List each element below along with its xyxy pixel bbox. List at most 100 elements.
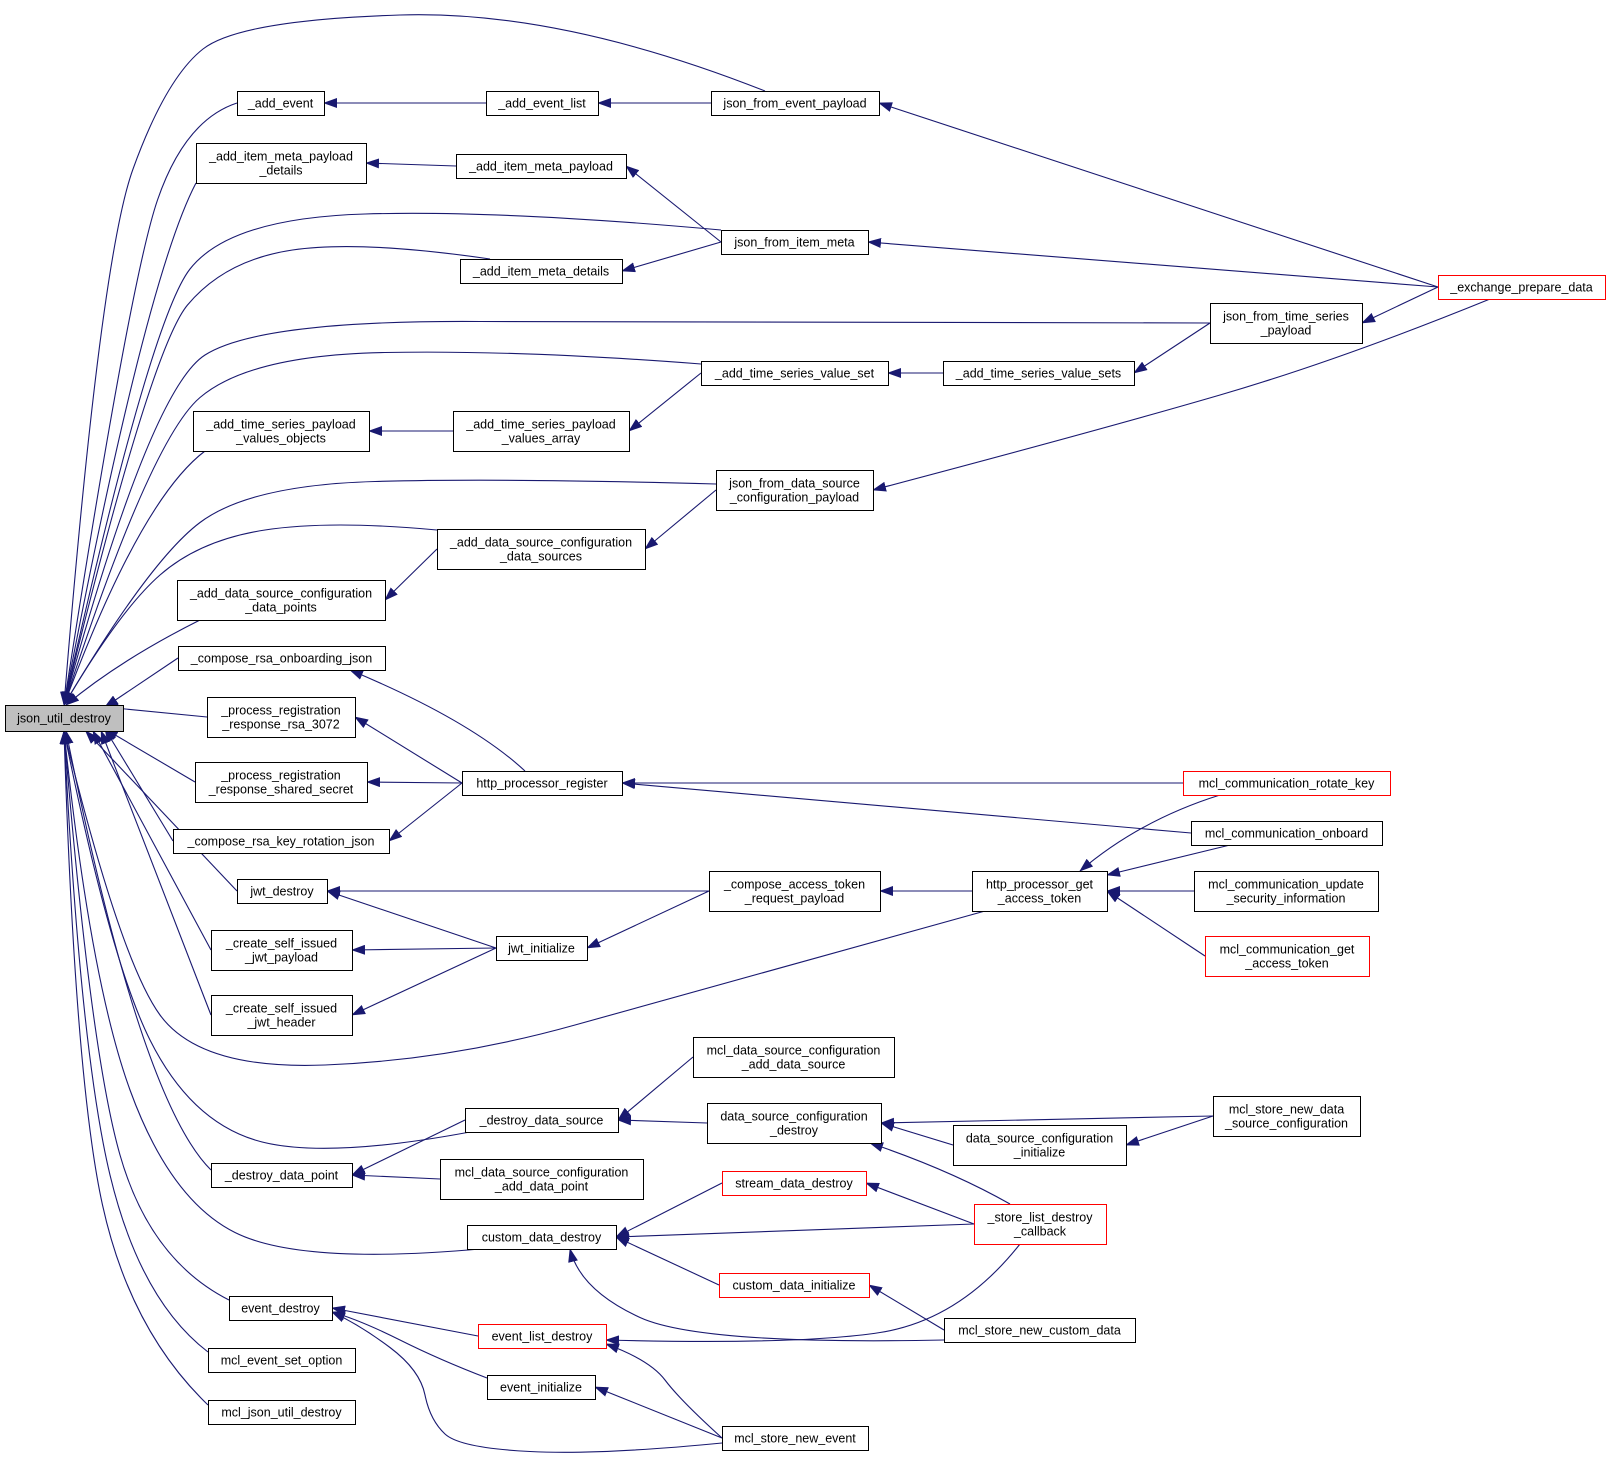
node-create-self-issued-jwt-header[interactable]: _create_self_issued_jwt_header: [211, 995, 353, 1036]
node-json-util-destroy[interactable]: json_util_destroy: [5, 705, 124, 732]
node-mcl-communication-onboard[interactable]: mcl_communication_onboard: [1191, 821, 1383, 846]
node-box: [711, 91, 880, 116]
node-ds-config-destroy[interactable]: data_source_configuration_destroy: [707, 1103, 882, 1144]
node-add-ds-config-data-sources[interactable]: _add_data_source_configuration_data_sour…: [437, 529, 646, 570]
node-add-item-meta-payload[interactable]: _add_item_meta_payload: [456, 154, 627, 179]
node-json-from-event-payload[interactable]: json_from_event_payload: [711, 91, 880, 116]
node-add-time-series-value-set[interactable]: _add_time_series_value_set: [701, 361, 889, 386]
node-label: mcl_communication_get: [1220, 943, 1355, 957]
node-mcl-ds-config-add-data-point[interactable]: mcl_data_source_configuration_add_data_p…: [440, 1159, 644, 1200]
node-label: _add_data_source_configuration: [189, 587, 372, 601]
node-label: mcl_communication_onboard: [1205, 827, 1368, 841]
node-mcl-communication-rotate-key[interactable]: mcl_communication_rotate_key: [1183, 771, 1391, 796]
node-jwt-destroy[interactable]: jwt_destroy: [237, 879, 328, 904]
node-json-from-time-series-payload[interactable]: json_from_time_series_payload: [1210, 303, 1363, 344]
node-label: _add_event: [247, 97, 314, 111]
node-create-self-issued-jwt-payload[interactable]: _create_self_issued_jwt_payload: [211, 930, 353, 971]
node-mcl-store-new-custom-data[interactable]: mcl_store_new_custom_data: [944, 1318, 1136, 1343]
node-label: _callback: [1013, 1225, 1067, 1239]
edge-create-self-issued-jwt-payload-to-json-util-destroy: [92, 730, 212, 951]
node-box: [195, 762, 368, 803]
node-add-event-list[interactable]: _add_event_list: [486, 91, 599, 116]
edge-custom-data-destroy-to-json-util-destroy: [60, 730, 481, 1255]
node-label: _create_self_issued: [225, 1002, 337, 1016]
node-box: [208, 1400, 356, 1425]
node-mcl-store-new-event[interactable]: mcl_store_new_event: [722, 1426, 869, 1451]
node-box: [1191, 821, 1383, 846]
node-add-time-series-value-sets[interactable]: _add_time_series_value_sets: [943, 361, 1135, 386]
node-mcl-json-util-destroy[interactable]: mcl_json_util_destroy: [208, 1400, 356, 1425]
node-box: [211, 930, 353, 971]
edge-mcl-ds-config-add-data-point-to-destroy-data-point: [351, 1170, 441, 1181]
node-label: custom_data_destroy: [482, 1231, 602, 1245]
edge-mcl-json-util-destroy-to-json-util-destroy: [59, 730, 209, 1406]
node-mcl-communication-get-access-token[interactable]: mcl_communication_get_access_token: [1205, 936, 1370, 977]
node-custom-data-destroy[interactable]: custom_data_destroy: [467, 1225, 617, 1250]
node-jwt-initialize[interactable]: jwt_initialize: [496, 936, 588, 961]
edge-store-list-destroy-callback-to-stream-data-destroy: [865, 1182, 975, 1225]
edge-mcl-communication-rotate-key-to-http-processor-get-access-token: [1079, 794, 1221, 872]
node-store-list-destroy-callback[interactable]: _store_list_destroy_callback: [974, 1204, 1107, 1245]
node-compose-rsa-key-rotation-json[interactable]: _compose_rsa_key_rotation_json: [173, 829, 390, 854]
node-http-processor-register[interactable]: http_processor_register: [462, 771, 623, 796]
node-label: _compose_rsa_onboarding_json: [190, 652, 372, 666]
node-box: [237, 879, 328, 904]
node-add-event[interactable]: _add_event: [237, 91, 325, 116]
node-add-item-meta-details[interactable]: _add_item_meta_details: [460, 259, 623, 284]
edge-json-from-time-series-payload-to-json-util-destroy: [62, 320, 1211, 706]
node-json-from-item-meta[interactable]: json_from_item_meta: [721, 230, 869, 255]
node-http-processor-get-access-token[interactable]: http_processor_get_access_token: [972, 871, 1108, 912]
node-add-ts-payload-values-array[interactable]: _add_time_series_payload_values_array: [453, 411, 630, 452]
node-custom-data-initialize[interactable]: custom_data_initialize: [719, 1273, 870, 1298]
node-label: mcl_data_source_configuration: [455, 1166, 629, 1180]
edge-mcl-ds-config-add-data-source-to-destroy-data-source: [617, 1056, 694, 1121]
node-label: json_util_destroy: [16, 712, 112, 726]
node-label: _initialize: [1013, 1146, 1065, 1160]
node-event-initialize[interactable]: event_initialize: [487, 1375, 596, 1400]
node-add-ds-config-data-points[interactable]: _add_data_source_configuration_data_poin…: [177, 580, 386, 621]
edge-mcl-store-new-custom-data-to-custom-data-initialize: [868, 1284, 945, 1331]
edge-event-list-destroy-to-event-destroy: [331, 1305, 479, 1337]
node-label: _details: [258, 164, 302, 178]
node-ds-config-initialize[interactable]: data_source_configuration_initialize: [953, 1125, 1127, 1166]
edge-mcl-store-new-event-to-event-list-destroy: [605, 1343, 723, 1439]
node-box: [707, 1103, 882, 1144]
node-event-list-destroy[interactable]: event_list_destroy: [478, 1324, 607, 1349]
node-stream-data-destroy[interactable]: stream_data_destroy: [722, 1171, 867, 1196]
node-event-destroy[interactable]: event_destroy: [229, 1296, 333, 1321]
edge-http-processor-register-to-process-reg-rsa-3072: [354, 716, 463, 784]
node-destroy-data-source[interactable]: _destroy_data_source: [465, 1108, 619, 1133]
node-label: _source_configuration: [1224, 1117, 1348, 1131]
node-label: jwt_initialize: [507, 942, 575, 956]
edge-stream-data-destroy-to-custom-data-destroy: [615, 1182, 723, 1238]
node-add-item-meta-payload-details[interactable]: _add_item_meta_payload_details: [196, 143, 367, 184]
edge-json-from-item-meta-to-add-item-meta-payload: [625, 165, 722, 243]
node-label: json_from_data_source: [728, 477, 860, 491]
edge-exchange-prepare-data-to-json-from-ds-config-payload: [872, 298, 1491, 492]
edge-json-from-event-payload-to-json-util-destroy: [60, 14, 766, 706]
node-destroy-data-point[interactable]: _destroy_data_point: [211, 1163, 353, 1188]
node-label: stream_data_destroy: [735, 1177, 853, 1191]
node-compose-access-token-request-payload[interactable]: _compose_access_token_request_payload: [709, 871, 881, 912]
node-exchange-prepare-data[interactable]: _exchange_prepare_data: [1438, 275, 1606, 300]
node-mcl-ds-config-add-data-source[interactable]: mcl_data_source_configuration_add_data_s…: [693, 1037, 895, 1078]
node-process-reg-shared-secret[interactable]: _process_registration_response_shared_se…: [195, 762, 368, 803]
node-label: _destroy: [769, 1124, 819, 1138]
node-box: [1183, 771, 1391, 796]
edge-compose-rsa-onboarding-json-to-json-util-destroy: [104, 657, 179, 708]
edge-json-from-ds-config-payload-to-json-util-destroy: [63, 479, 717, 706]
node-mcl-event-set-option[interactable]: mcl_event_set_option: [208, 1348, 356, 1373]
node-process-reg-rsa-3072[interactable]: _process_registration_response_rsa_3072: [207, 697, 356, 738]
node-label: event_list_destroy: [492, 1330, 594, 1344]
edge-mcl-communication-onboard-to-http-processor-register: [621, 779, 1192, 834]
node-mcl-store-new-data-source-configuration[interactable]: mcl_store_new_data_source_configuration: [1213, 1096, 1361, 1137]
node-box: [478, 1324, 607, 1349]
node-add-ts-payload-values-objects[interactable]: _add_time_series_payload_values_objects: [193, 411, 370, 452]
edge-http-processor-register-to-compose-rsa-onboarding-json: [349, 669, 526, 772]
node-label: _response_shared_secret: [208, 783, 354, 797]
edge-http-processor-get-access-token-to-json-util-destroy: [62, 730, 986, 1066]
node-compose-rsa-onboarding-json[interactable]: _compose_rsa_onboarding_json: [178, 646, 386, 671]
node-json-from-ds-config-payload[interactable]: json_from_data_source_configuration_payl…: [716, 470, 874, 511]
node-mcl-communication-update-security-information[interactable]: mcl_communication_update_security_inform…: [1194, 871, 1379, 912]
